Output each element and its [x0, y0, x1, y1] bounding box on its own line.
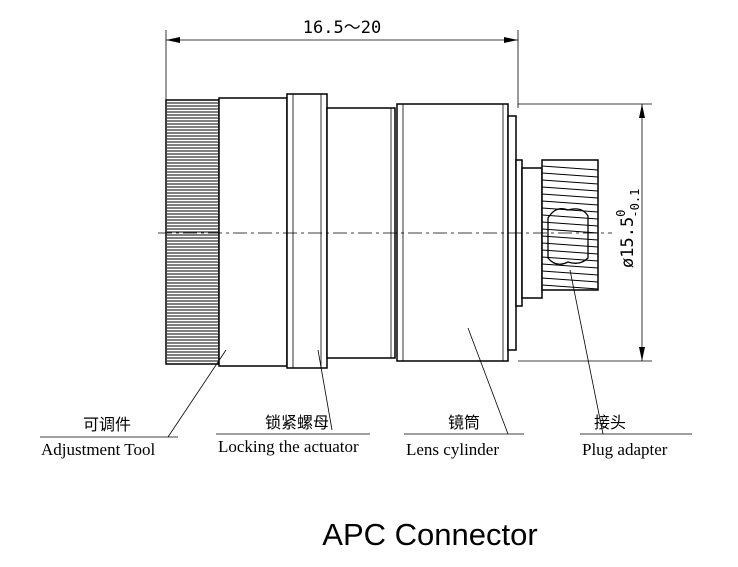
part-label-en-lens-cylinder: Lens cylinder [406, 440, 499, 459]
length-dimension-label: 16.5～20 [303, 18, 381, 38]
lens-cylinder-body [396, 103, 509, 362]
diameter-dimension: ø15.50-0.1 [518, 103, 652, 362]
part-label-cn-adjustment-tool: 可调件 [83, 415, 131, 434]
svg-text:ø15.50-0.1: ø15.50-0.1 [614, 189, 642, 268]
length-dimension: 16.5～20 [165, 18, 519, 108]
part-label-cn-locking-actuator: 锁紧螺母 [265, 413, 329, 432]
diameter-tolerance-upper: 0 [614, 210, 628, 217]
part-label-en-adjustment-tool: Adjustment Tool [41, 440, 155, 459]
part-label-en-plug-adapter: Plug adapter [582, 440, 668, 459]
adjustment-tool-knurl [165, 99, 220, 365]
adjustment-tool-body [218, 97, 288, 367]
part-label-cn-plug-adapter: 接头 [594, 413, 626, 432]
diameter-tolerance-lower: -0.1 [628, 189, 642, 218]
plug-adapter [521, 159, 599, 299]
locking-nut [286, 93, 328, 369]
part-label-cn-lens-cylinder: 镜筒 [448, 413, 480, 432]
part-label-en-locking-actuator: Locking the actuator [218, 437, 359, 456]
diameter-label: ø15.5 [618, 217, 638, 268]
caption: APC Connector [322, 517, 537, 552]
leader-lines [167, 269, 604, 438]
